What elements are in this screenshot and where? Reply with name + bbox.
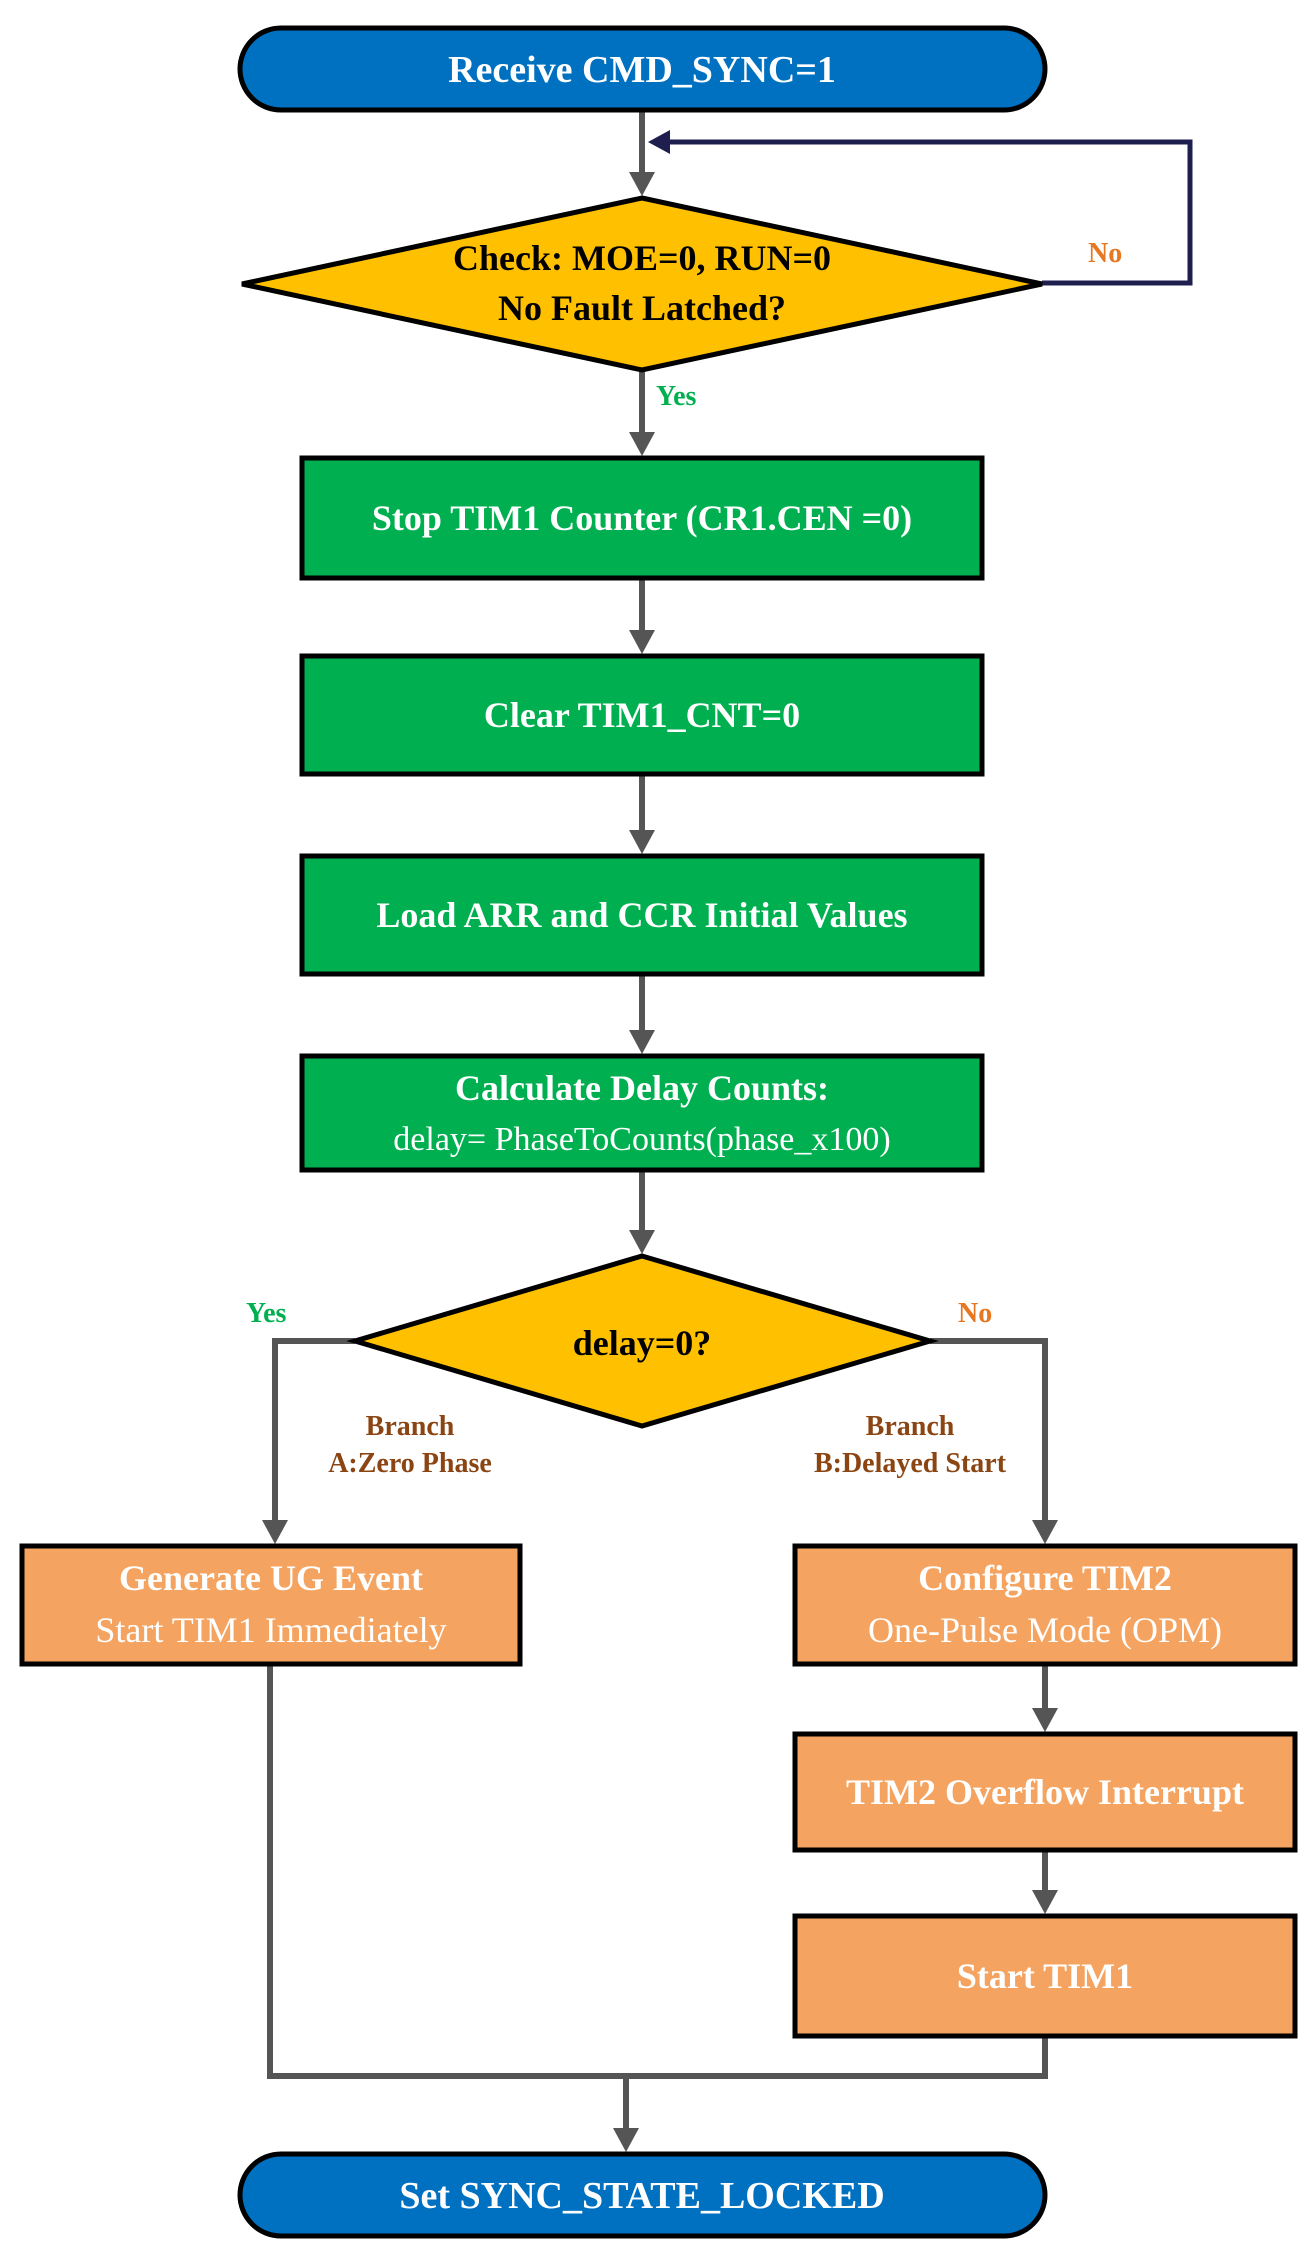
merge-line-left [267,1664,626,2079]
start-terminal-text: Receive CMD_SYNC=1 [448,49,836,91]
connectors [262,110,1193,2152]
check-yes-label: Yes [656,381,697,412]
branch-a-label-line2: A:Zero Phase [328,1448,492,1479]
branch-a-label-line1: Branch [366,1411,455,1442]
stop-tim1-process: Stop TIM1 Counter (CR1.CEN =0) [299,455,985,581]
check-no-label: No [1088,238,1122,269]
tim2-overflow-process: TIM2 Overflow Interrupt [792,1731,1298,1853]
arrowhead-irq-to-start [1032,1890,1058,1914]
generate-ug-line2: Start TIM1 Immediately [95,1610,446,1650]
delay-yes-label: Yes [246,1298,287,1329]
tim2-overflow-text: TIM2 Overflow Interrupt [846,1772,1244,1812]
delay-yes-line [272,1338,355,1520]
generate-ug-line1: Generate UG Event [119,1558,423,1598]
calc-delay-line1: Calculate Delay Counts: [455,1068,829,1108]
clear-cnt-process: Clear TIM1_CNT=0 [299,653,985,777]
delay-decision-text: delay=0? [573,1323,712,1363]
stop-tim1-text: Stop TIM1 Counter (CR1.CEN =0) [372,498,912,538]
configure-tim2-process: Configure TIM2 One-Pulse Mode (OPM) [792,1543,1298,1667]
arrowhead-check-to-stop [629,432,655,456]
start-tim1-process: Start TIM1 [792,1913,1298,2039]
check-decision-line1: Check: MOE=0, RUN=0 [453,238,831,278]
load-arr-text: Load ARR and CCR Initial Values [376,895,907,935]
delay-yes-arrowhead [262,1520,288,1544]
check-no-loop-line [670,139,1193,286]
merge-line-right [626,2036,1048,2079]
start-terminal: Receive CMD_SYNC=1 [237,25,1048,113]
delay-no-line [930,1338,1048,1520]
configure-tim2-line1: Configure TIM2 [918,1558,1172,1598]
generate-ug-process: Generate UG Event Start TIM1 Immediately [19,1543,523,1667]
clear-cnt-text: Clear TIM1_CNT=0 [484,695,800,735]
check-no-loop-arrowhead [648,130,670,154]
arrowhead-start-to-check [629,172,655,196]
arrowhead-load-to-calc [629,1030,655,1054]
calc-delay-process: Calculate Delay Counts: delay= PhaseToCo… [299,1053,985,1173]
arrowhead-calc-to-delay [629,1230,655,1254]
configure-tim2-line2: One-Pulse Mode (OPM) [868,1610,1222,1650]
check-decision: Check: MOE=0, RUN=0 No Fault Latched? [241,195,1043,373]
delay-decision: delay=0? [346,1253,939,1429]
arrowhead-stop-to-clear [629,630,655,654]
load-arr-process: Load ARR and CCR Initial Values [299,853,985,977]
arrowhead-clear-to-load [629,830,655,854]
arrowhead-merge-to-end [613,2128,639,2152]
delay-no-label: No [958,1298,992,1329]
end-terminal-text: Set SYNC_STATE_LOCKED [399,2175,884,2217]
calc-delay-line2: delay= PhaseToCounts(phase_x100) [393,1121,890,1158]
check-decision-line2: No Fault Latched? [498,288,786,328]
arrowhead-config-to-irq [1032,1708,1058,1732]
end-terminal: Set SYNC_STATE_LOCKED [237,2151,1048,2239]
delay-no-arrowhead [1032,1520,1058,1544]
branch-b-label-line1: Branch [866,1411,955,1442]
start-tim1-text: Start TIM1 [957,1956,1133,1996]
branch-b-label-line2: B:Delayed Start [814,1448,1007,1479]
